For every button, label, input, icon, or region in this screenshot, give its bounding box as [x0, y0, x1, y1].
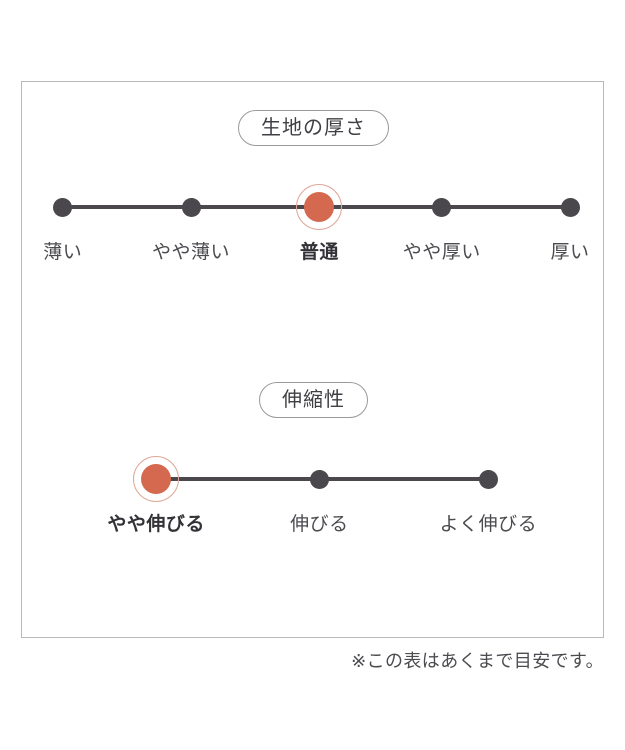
scale-section-thickness: 生地の厚さ 薄い やや薄い 普通 やや厚い 厚い: [22, 110, 605, 268]
badge-row-stretch: 伸縮性: [22, 382, 605, 418]
scale-label-thickness-4: 厚い: [550, 242, 590, 263]
scale-label-stretch-0-active: やや伸びる: [107, 514, 205, 535]
spec-card: 生地の厚さ 薄い やや薄い 普通 やや厚い 厚い 伸縮性: [21, 81, 604, 638]
scale-title-stretch: 伸縮性: [259, 382, 368, 418]
footnote-disclaimer: ※この表はあくまで目安です。: [351, 651, 604, 671]
scale-title-thickness: 生地の厚さ: [238, 110, 389, 146]
scale-node-thickness-4[interactable]: [560, 197, 580, 217]
scale-label-thickness-1: やや薄い: [152, 242, 231, 263]
scale-node-thickness-3[interactable]: [432, 197, 452, 217]
scale-label-thickness-2-active: 普通: [299, 242, 339, 263]
scale-section-stretch: 伸縮性 やや伸びる 伸びる よく伸びる: [22, 382, 605, 540]
scale-node-stretch-0-active[interactable]: [133, 456, 180, 502]
scale-node-stretch-2[interactable]: [478, 469, 498, 489]
scale-node-thickness-2-active[interactable]: [296, 184, 343, 230]
scale-labels-thickness: 薄い やや薄い 普通 やや厚い 厚い: [22, 240, 605, 268]
badge-row-thickness: 生地の厚さ: [22, 110, 605, 146]
scale-label-thickness-3: やや厚い: [402, 242, 481, 263]
scale-node-thickness-0[interactable]: [53, 197, 73, 217]
scale-label-stretch-1: 伸びる: [290, 514, 349, 535]
scale-label-thickness-0: 薄い: [43, 242, 83, 263]
scale-node-thickness-1[interactable]: [181, 197, 201, 217]
scale-track-stretch: [22, 456, 605, 502]
scale-labels-stretch: やや伸びる 伸びる よく伸びる: [22, 512, 605, 540]
scale-node-stretch-1[interactable]: [309, 469, 329, 489]
scale-track-thickness: [22, 184, 605, 230]
scale-label-stretch-2: よく伸びる: [439, 514, 538, 535]
